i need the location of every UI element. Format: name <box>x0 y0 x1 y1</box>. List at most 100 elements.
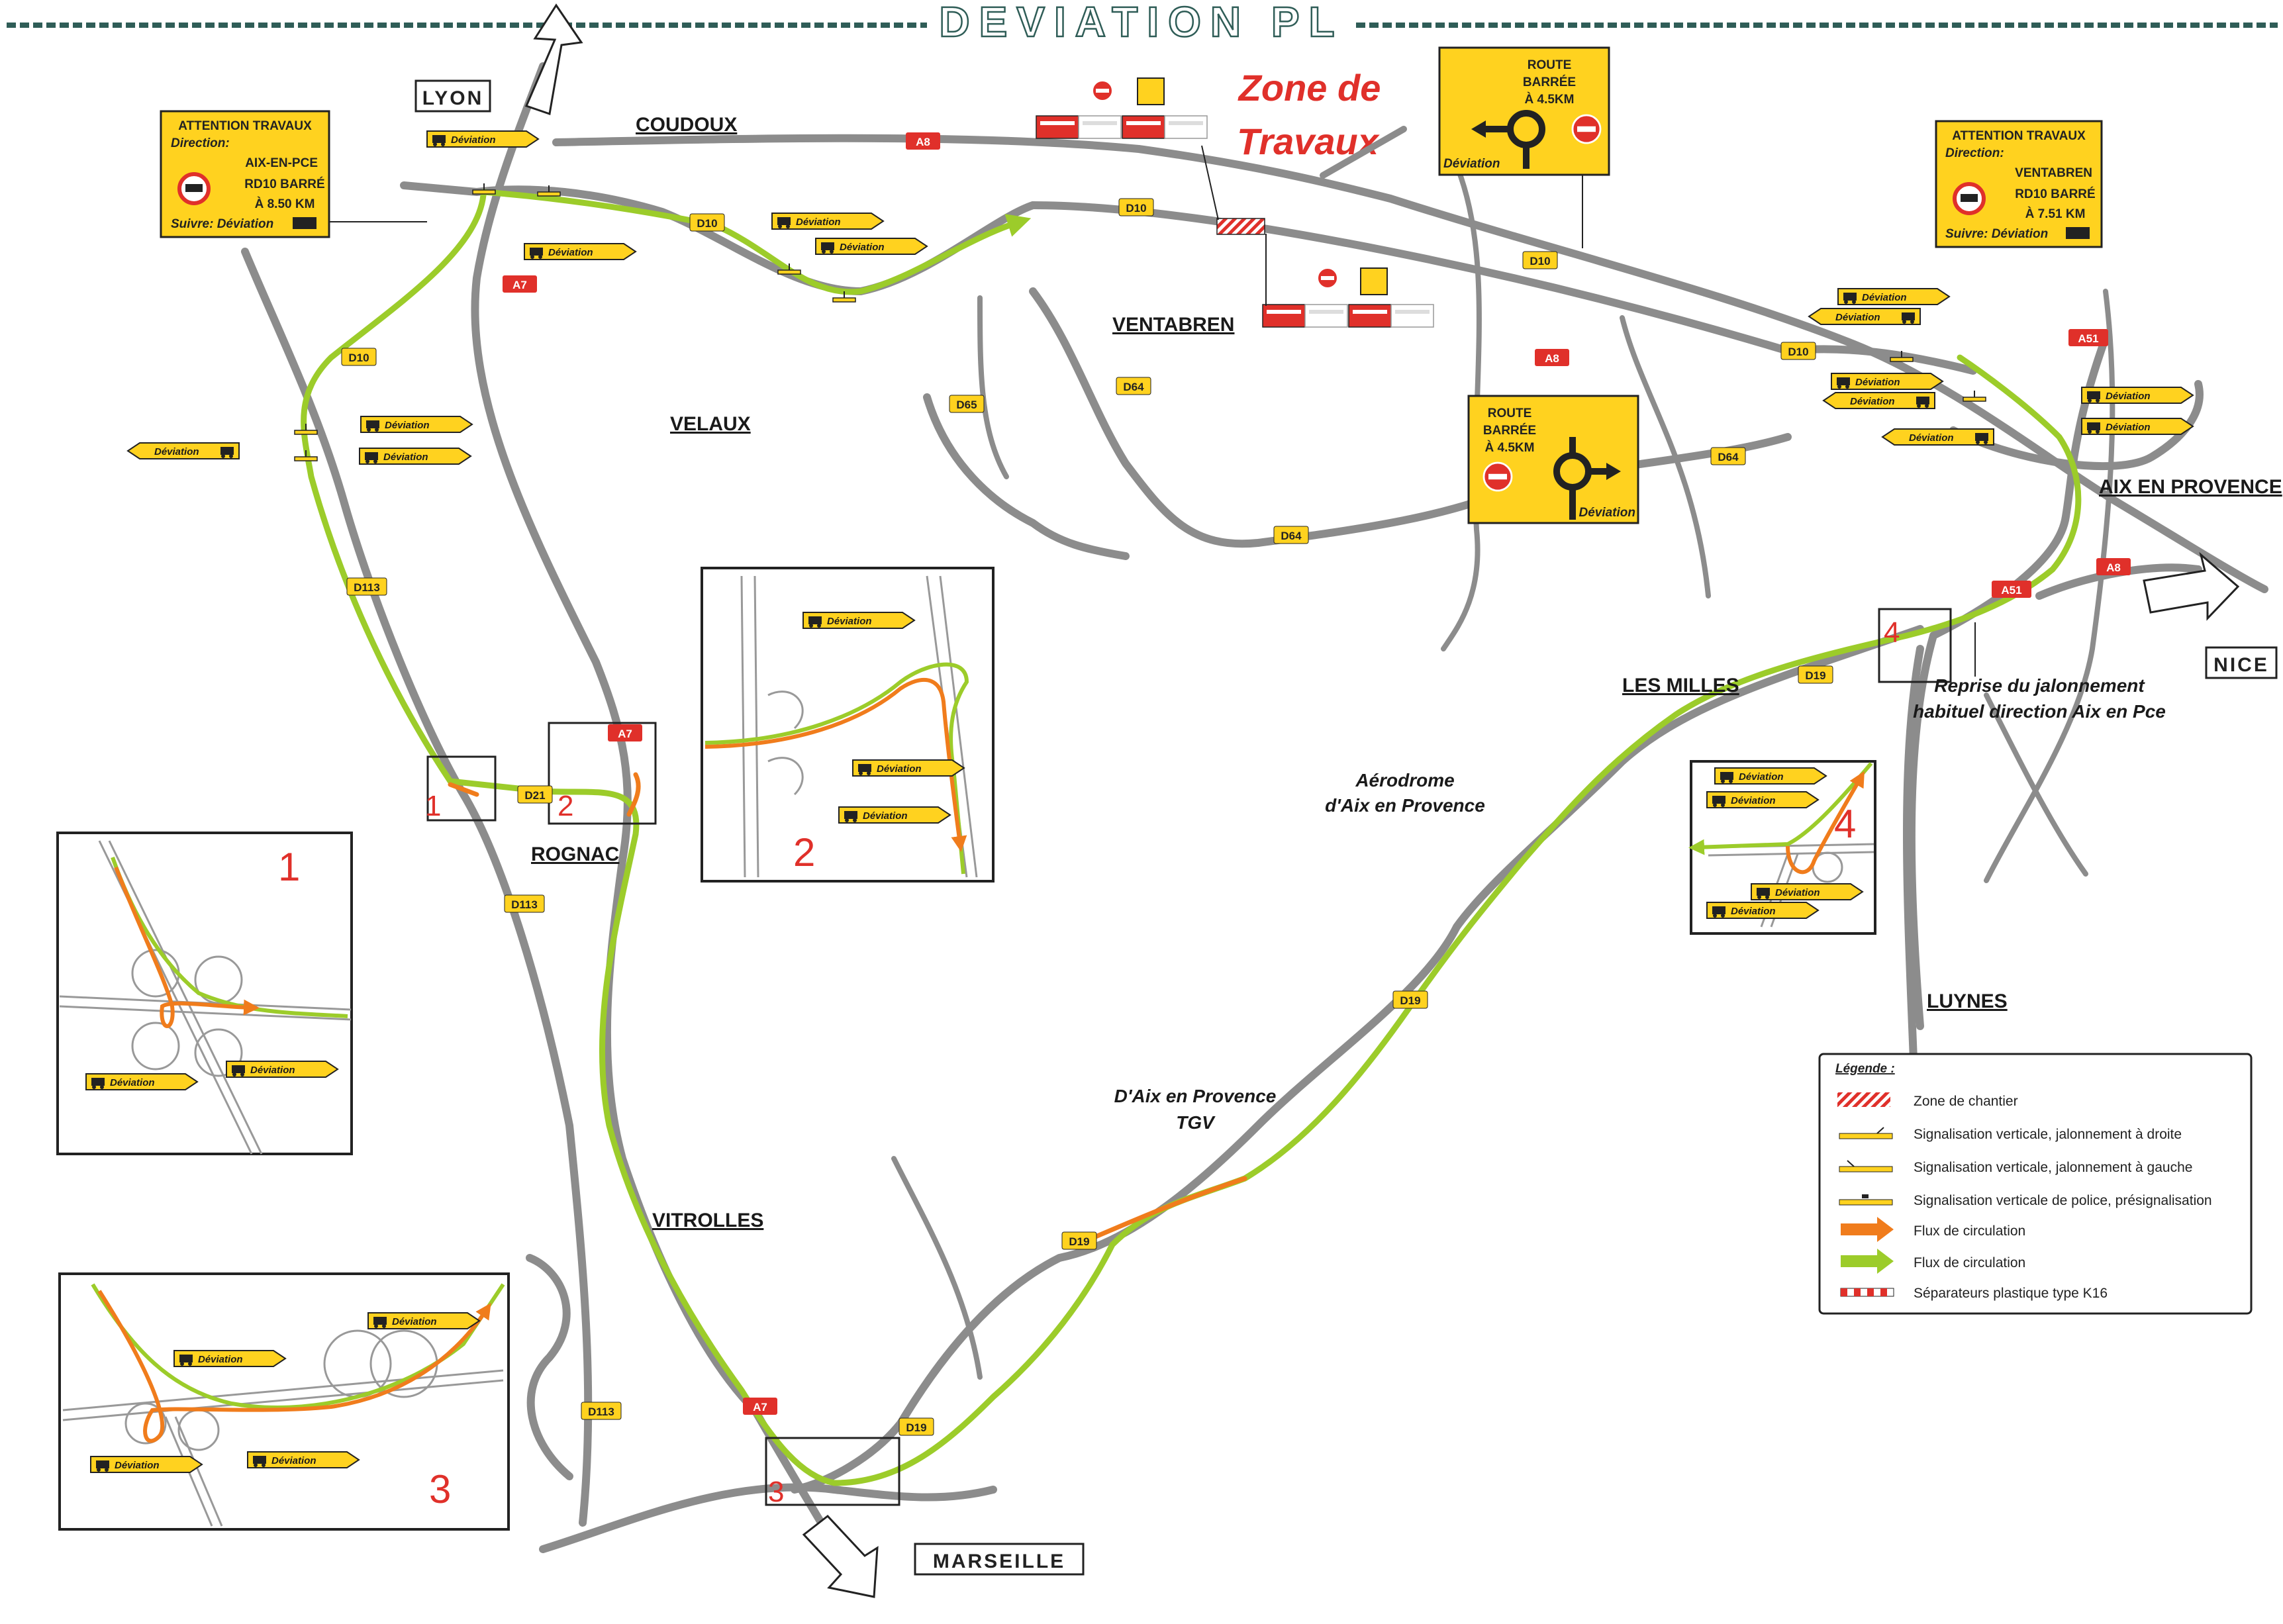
svg-text:A51: A51 <box>2001 584 2021 597</box>
road-badge-a51: A51 <box>1992 581 2031 598</box>
legend-item: Signalisation verticale de police, prési… <box>1914 1193 2212 1208</box>
sign-roundabout-bottom: ROUTE BARRÉE À 4.5KM Déviation <box>1467 395 1639 524</box>
place-tgv-1: D'Aix en Provence <box>1114 1086 1277 1106</box>
works-zone-hatch <box>1216 218 1265 235</box>
truck-icon <box>2066 227 2090 239</box>
deviation-sign-left: Déviation <box>1823 392 1935 409</box>
svg-text:ATTENTION TRAVAUX: ATTENTION TRAVAUX <box>178 119 312 133</box>
inset-frame-number-4: 4 <box>1884 616 1900 649</box>
inset-number-3: 3 <box>429 1467 451 1511</box>
deviation-sign: Déviation <box>247 1451 360 1468</box>
road-badge-d19: D19 <box>1392 990 1428 1009</box>
svg-text:D113: D113 <box>511 898 538 911</box>
inset-frames <box>426 608 1952 1506</box>
k16-barrier <box>1122 115 1208 139</box>
place-aerodrome-1: Aérodrome <box>1355 770 1454 790</box>
road-badge-d19: D19 <box>899 1417 934 1436</box>
svg-text:Déviation: Déviation <box>1731 906 1776 917</box>
deviation-sign: Déviation <box>1706 902 1819 919</box>
direction-label-lyon: LYON <box>422 87 484 109</box>
road-network <box>241 62 2268 1593</box>
sign-post-icon <box>1963 390 1986 402</box>
presignal-icon <box>1360 267 1388 295</box>
deviation-sign: Déviation <box>426 130 539 148</box>
svg-text:À 7.51 KM: À 7.51 KM <box>2025 207 2086 221</box>
road-badge-d113: D113 <box>581 1402 622 1420</box>
direction-arrow-icon <box>2143 551 2240 621</box>
legend-k16-icon <box>1840 1288 1894 1297</box>
svg-text:BARRÉE: BARRÉE <box>1483 423 1536 438</box>
svg-text:Déviation: Déviation <box>392 1316 437 1327</box>
legend-sign-left-icon <box>1839 1160 1893 1172</box>
svg-text:D10: D10 <box>1126 202 1146 215</box>
legend-hatch-icon <box>1837 1092 1890 1107</box>
deviation-sign-left: Déviation <box>127 442 240 459</box>
direction-box-marseille <box>914 1543 1085 1576</box>
svg-text:Déviation: Déviation <box>271 1455 316 1466</box>
deviation-route <box>301 189 2082 1486</box>
deviation-sign: Déviation <box>815 238 928 255</box>
deviation-signs: Déviation Déviation Déviation Déviation … <box>127 130 2194 465</box>
svg-text:Déviation: Déviation <box>548 247 593 258</box>
inset-2: 2 Déviation Déviation Déviation <box>701 567 995 883</box>
road-badges: A8 A8 A8 A7 A7 A7 A51 A51 D10 D10 D10 D1… <box>341 132 2131 1436</box>
no-trucks-icon <box>1953 182 1986 215</box>
place-aerodrome-2: d'Aix en Provence <box>1325 795 1485 816</box>
svg-text:Déviation: Déviation <box>796 216 841 228</box>
road-marseille <box>539 1483 997 1553</box>
truck-icon <box>293 217 316 229</box>
svg-text:D19: D19 <box>1069 1235 1089 1248</box>
svg-text:Déviation: Déviation <box>385 420 430 431</box>
deviation-sign: Déviation <box>1714 767 1827 785</box>
road-badge-a8: A8 <box>2096 558 2131 575</box>
inset-frame-number-3: 3 <box>768 1476 784 1508</box>
legend-sign-right-icon <box>1839 1127 1893 1139</box>
direction-arrow-icon <box>802 1514 879 1598</box>
deviation-sign: Déviation <box>226 1061 338 1078</box>
k16-barrier <box>1348 304 1434 328</box>
svg-text:Déviation: Déviation <box>1775 887 1820 898</box>
orange-flow-tgv <box>1090 1176 1247 1241</box>
svg-text:BARRÉE: BARRÉE <box>1523 75 1576 89</box>
svg-text:Déviation: Déviation <box>1579 506 1635 520</box>
deviation-sign-left: Déviation <box>1882 428 1994 446</box>
legend-police-sign-icon <box>1839 1194 1893 1206</box>
svg-text:ROUTE: ROUTE <box>1488 406 1532 420</box>
deviation-sign: Déviation <box>2081 418 2194 435</box>
svg-text:Déviation: Déviation <box>2106 391 2151 402</box>
road-badge-a8: A8 <box>906 132 940 150</box>
road-badge-d113: D113 <box>346 577 387 596</box>
svg-text:À 8.50 KM: À 8.50 KM <box>255 197 315 211</box>
svg-text:À 4.5KM: À 4.5KM <box>1525 92 1575 107</box>
k16-barrier <box>1262 304 1348 328</box>
inset-number-1: 1 <box>278 845 300 889</box>
svg-text:Déviation: Déviation <box>451 134 496 146</box>
no-entry-icon <box>1092 80 1113 101</box>
svg-text:D64: D64 <box>1123 381 1144 393</box>
svg-text:Suivre: Déviation: Suivre: Déviation <box>1945 227 2048 241</box>
road-d10-east <box>1029 201 1977 375</box>
svg-text:D64: D64 <box>1718 451 1739 463</box>
road-secondary-3 <box>1984 289 2115 883</box>
svg-text:A7: A7 <box>512 279 527 291</box>
svg-text:Déviation: Déviation <box>2106 422 2151 433</box>
title-bar: DEVIATION PL <box>7 0 2278 46</box>
road-badge-a7: A7 <box>743 1398 777 1415</box>
sign-attention-aix: ATTENTION TRAVAUX Direction: AIX-EN-PCE … <box>160 110 427 238</box>
road-a8 <box>552 134 2268 593</box>
road-d113 <box>241 248 593 1527</box>
svg-text:A7: A7 <box>753 1401 767 1413</box>
svg-text:Déviation: Déviation <box>1855 377 1900 388</box>
legend-item: Flux de circulation <box>1914 1255 2025 1270</box>
svg-text:Direction:: Direction: <box>1945 146 2004 160</box>
direction-label-marseille: MARSEILLE <box>933 1551 1065 1572</box>
legend-green-arrow-icon <box>1841 1249 1894 1274</box>
k16-barrier <box>1036 115 1122 139</box>
svg-text:A51: A51 <box>2078 332 2098 345</box>
inset-frame-number-2: 2 <box>558 790 573 822</box>
deviation-sign: Déviation <box>359 448 471 465</box>
zone-de-travaux: Zone de Travaux <box>1036 67 1434 328</box>
roundabout-icon <box>1553 437 1621 520</box>
road-vitrolles-loop <box>526 1254 573 1480</box>
